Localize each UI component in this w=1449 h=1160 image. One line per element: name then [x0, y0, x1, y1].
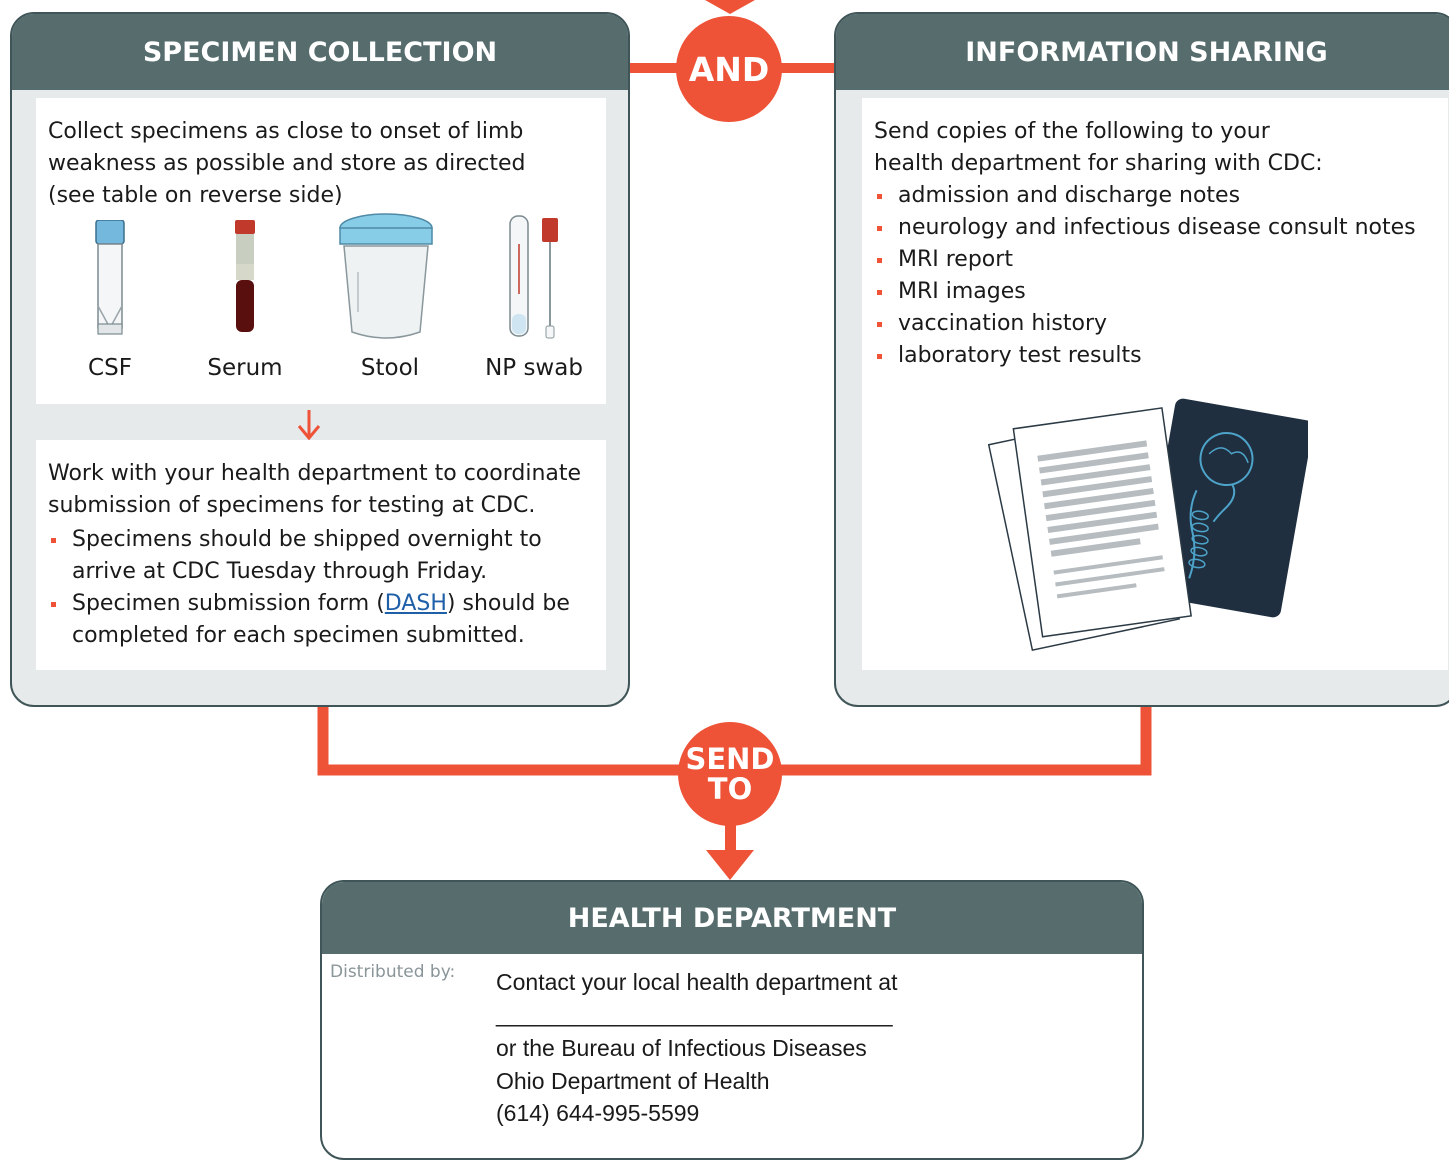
- bullet-text-post: ) should be completed for each specimen …: [72, 591, 570, 648]
- info-bullet-vaccination: vaccination history: [874, 308, 1444, 340]
- submission-bullet-dash: Specimen submission form (DASH) should b…: [48, 588, 578, 652]
- specimen-label-stool: Stool: [360, 355, 420, 381]
- info-bullet-mri-images: MRI images: [874, 276, 1444, 308]
- send-to-line-1: SEND: [685, 742, 775, 776]
- specimen-intro-text: Collect specimens as close to onset of l…: [48, 119, 526, 208]
- submission-bullets: Specimens should be shipped overnight to…: [48, 524, 578, 652]
- send-to-stem: [725, 800, 736, 852]
- submission-bullet-shipping: Specimens should be shipped overnight to…: [48, 524, 578, 588]
- and-connector-circle: AND: [676, 16, 782, 122]
- bullet-text-pre: Specimen submission form (: [72, 591, 385, 616]
- down-arrow-small-icon: [297, 410, 321, 441]
- distributed-by-label: Distributed by:: [330, 962, 456, 982]
- top-arrow-icon: [705, 0, 755, 14]
- information-intro-text: Send copies of the following to your hea…: [874, 119, 1323, 176]
- send-to-line-2: TO: [707, 772, 753, 806]
- information-sharing-title: INFORMATION SHARING: [836, 14, 1449, 90]
- dash-link[interactable]: DASH: [384, 591, 447, 616]
- specimen-collection-panel: SPECIMEN COLLECTION Collect specimens as…: [10, 12, 630, 707]
- contact-blank-line: _______________________________: [496, 1001, 893, 1027]
- health-department-panel: HEALTH DEPARTMENT Distributed by: Contac…: [320, 880, 1144, 1160]
- contact-line-3: Ohio Department of Health: [496, 1068, 770, 1094]
- coordinate-intro-text: Work with your health department to coor…: [48, 461, 582, 518]
- specimen-label-np-swab: NP swab: [485, 355, 583, 381]
- contact-line-2: or the Bureau of Infectious Diseases: [496, 1035, 867, 1061]
- send-to-circle: SEND TO: [678, 722, 782, 826]
- info-bullet-admission: admission and discharge notes: [874, 180, 1444, 212]
- information-bullets: admission and discharge notes neurology …: [874, 180, 1444, 372]
- specimen-collection-title: SPECIMEN COLLECTION: [12, 14, 628, 90]
- down-arrow-icon: [706, 850, 754, 880]
- contact-phone: (614) 644-995-5599: [496, 1100, 700, 1126]
- information-sharing-box: Send copies of the following to your hea…: [862, 98, 1448, 670]
- specimen-label-csf: CSF: [88, 355, 132, 381]
- stool-cup-icon: [339, 213, 433, 339]
- serum-tube-icon: [235, 220, 255, 332]
- and-connector-right: [780, 63, 836, 73]
- contact-line-1: Contact your local health department at: [496, 969, 898, 995]
- information-sharing-panel: INFORMATION SHARING Send copies of the f…: [834, 12, 1449, 707]
- and-connector-left: [628, 63, 680, 73]
- info-bullet-mri-report: MRI report: [874, 244, 1444, 276]
- info-bullet-consult: neurology and infectious disease consult…: [874, 212, 1444, 244]
- specimen-label-serum: Serum: [207, 355, 283, 381]
- info-bullet-lab-results: laboratory test results: [874, 340, 1444, 372]
- specimen-intro-box: Collect specimens as close to onset of l…: [36, 98, 606, 404]
- documents-mri-illustration: [988, 398, 1308, 652]
- np-swab-icon: [509, 215, 558, 339]
- health-department-title: HEALTH DEPARTMENT: [322, 882, 1142, 954]
- csf-tube-icon: [95, 220, 125, 335]
- specimen-submission-box: Work with your health department to coor…: [36, 440, 606, 670]
